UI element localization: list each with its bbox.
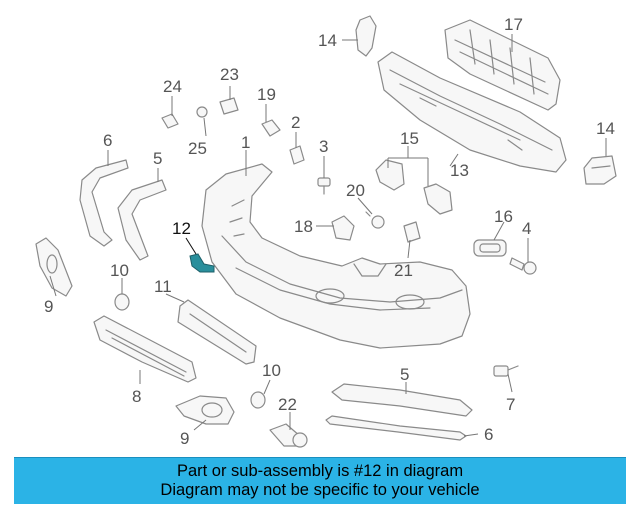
callout-19[interactable]: 19 [257, 85, 276, 104]
callout-5-left[interactable]: 5 [153, 149, 162, 168]
callout-14-right[interactable]: 14 [596, 119, 615, 138]
part-2-clip[interactable] [289, 145, 305, 165]
part-8-lower-grille[interactable] [93, 315, 197, 383]
callout-7[interactable]: 7 [506, 395, 515, 414]
part-5-molding-right[interactable] [331, 383, 473, 417]
callout-18[interactable]: 18 [294, 217, 313, 236]
callout-15[interactable]: 15 [400, 129, 419, 148]
part-1-bumper-cover[interactable] [201, 163, 471, 349]
callout-12[interactable]: 12 [172, 219, 191, 238]
banner-line-part-number: Part or sub-assembly is #12 in diagram [176, 462, 464, 480]
part-9-bezel-left[interactable] [35, 237, 73, 297]
part-5-molding-left[interactable] [117, 179, 167, 261]
callout-16[interactable]: 16 [494, 207, 513, 226]
callout-21[interactable]: 21 [394, 261, 413, 280]
part-6-trim-right[interactable] [325, 415, 467, 441]
part-21-retainer[interactable] [403, 221, 421, 243]
callout-2[interactable]: 2 [291, 113, 300, 132]
callout-20[interactable]: 20 [346, 181, 365, 200]
part-14-bracket-top[interactable] [355, 15, 377, 57]
callout-3[interactable]: 3 [319, 137, 328, 156]
callout-24[interactable]: 24 [163, 77, 182, 96]
parts-diagram-svg: 14 17 14 24 23 19 25 2 1 6 5 3 15 13 20 … [35, 15, 617, 448]
part-13-absorber[interactable] [377, 51, 567, 173]
part-22-fog-lamp[interactable] [269, 423, 308, 448]
part-9-cover-bottom[interactable] [175, 395, 235, 425]
callout-1[interactable]: 1 [241, 133, 250, 152]
callout-6-right[interactable]: 6 [484, 425, 493, 444]
part-12-bracket-highlighted[interactable] [189, 253, 215, 273]
part-7-screw[interactable] [493, 365, 519, 377]
callout-10-bottom[interactable]: 10 [262, 361, 281, 380]
part-20-bolt[interactable] [365, 211, 385, 229]
part-15-brackets[interactable] [375, 159, 453, 215]
callout-17[interactable]: 17 [504, 15, 523, 34]
parts-diagram: 14 17 14 24 23 19 25 2 1 6 5 3 15 13 20 … [35, 15, 617, 448]
callout-9-left[interactable]: 9 [44, 297, 53, 316]
callout-labels: 14 17 14 24 23 19 25 2 1 6 5 3 15 13 20 … [44, 15, 615, 448]
callout-10-left[interactable]: 10 [110, 261, 129, 280]
part-10-spacer-left[interactable] [114, 293, 130, 311]
callout-11[interactable]: 11 [154, 277, 172, 296]
part-23-fastener[interactable] [219, 97, 239, 115]
part-19-clip[interactable] [261, 119, 281, 137]
part-24-clip[interactable] [161, 113, 179, 129]
callout-13[interactable]: 13 [450, 161, 469, 180]
part-3-screw[interactable] [317, 177, 331, 195]
part-14-mount-right[interactable] [583, 155, 617, 185]
part-4-bolt[interactable] [509, 257, 537, 275]
part-11-plate-bracket[interactable] [177, 299, 257, 365]
callout-4[interactable]: 4 [522, 219, 531, 238]
part-25-nut[interactable] [196, 106, 208, 118]
callout-23[interactable]: 23 [220, 65, 239, 84]
callout-22[interactable]: 22 [278, 395, 297, 414]
info-banner: Part or sub-assembly is #12 in diagram D… [14, 457, 626, 504]
part-6-trim-left[interactable] [79, 159, 129, 247]
part-16-insert[interactable] [473, 239, 507, 257]
callout-5-right[interactable]: 5 [400, 365, 409, 384]
banner-line-disclaimer: Diagram may not be specific to your vehi… [160, 481, 480, 499]
callout-9-bottom[interactable]: 9 [180, 429, 189, 448]
callout-25[interactable]: 25 [188, 139, 207, 158]
callout-8[interactable]: 8 [132, 387, 141, 406]
part-17-reinforcement[interactable] [444, 19, 561, 111]
part-10-spacer-bottom[interactable] [250, 391, 266, 409]
part-18-bracket[interactable] [331, 215, 355, 241]
leader-lines [49, 34, 607, 437]
callout-6-left[interactable]: 6 [103, 131, 112, 150]
callout-14-top[interactable]: 14 [318, 31, 337, 50]
